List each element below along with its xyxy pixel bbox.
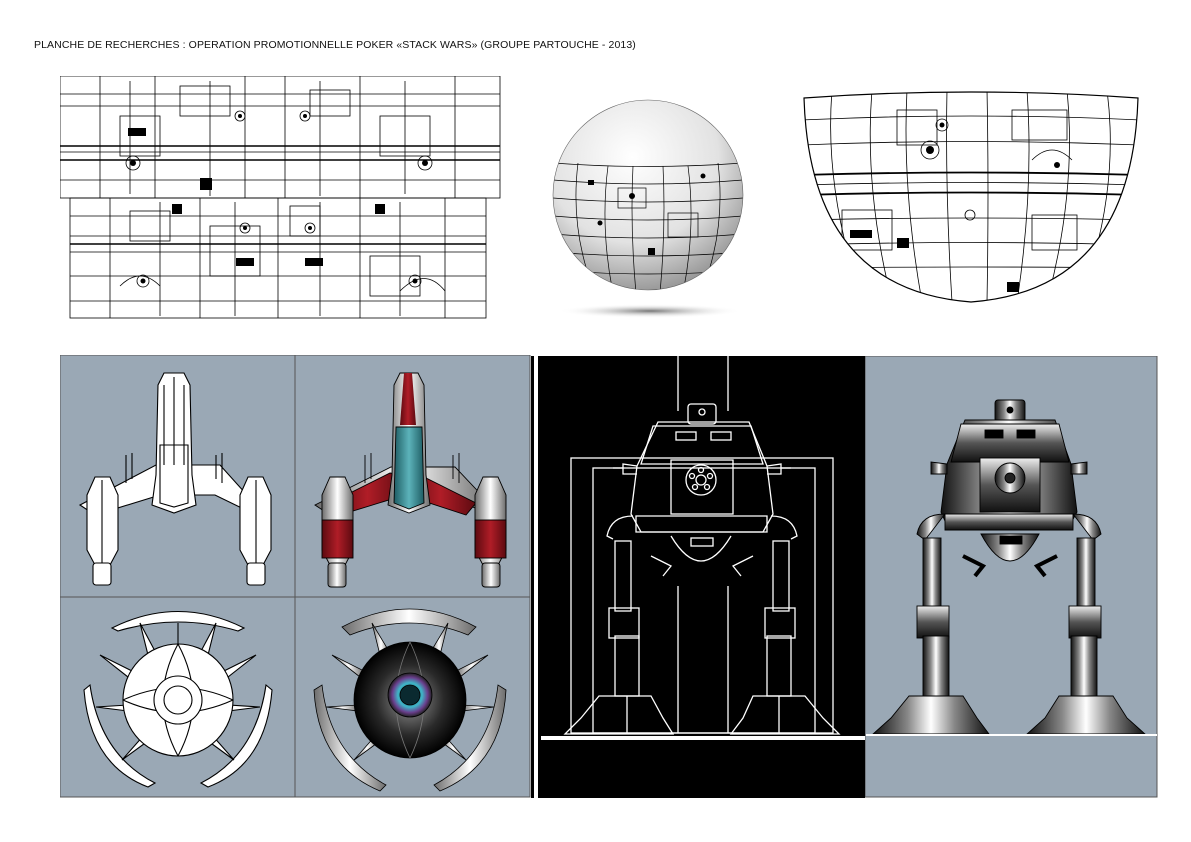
sphere-render-figure — [552, 99, 744, 318]
ship-color-figure — [314, 372, 507, 588]
panel-separator-line — [534, 356, 538, 798]
orb-line-figure — [83, 610, 273, 788]
texture-map-figure — [60, 76, 501, 319]
walker-line-figure — [541, 356, 865, 798]
hemisphere-render-figure — [803, 91, 1139, 303]
orb-shaded-figure — [313, 608, 507, 792]
page-title: PLANCHE DE RECHERCHES : OPERATION PROMOT… — [34, 39, 636, 51]
ship-orb-panel — [60, 355, 531, 798]
walker-shaded-figure — [865, 356, 1158, 798]
ship-line-figure — [78, 372, 272, 586]
